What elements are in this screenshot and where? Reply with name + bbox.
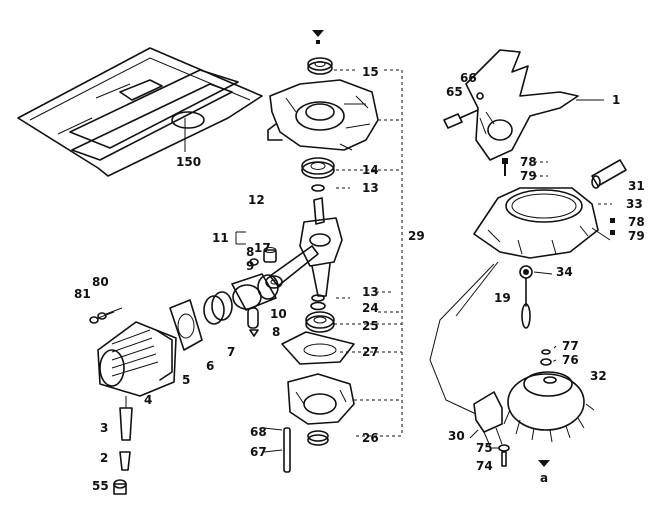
- label-13a: 13: [362, 181, 379, 195]
- part-13-24-25-lower-bearing: [305, 294, 335, 333]
- label-77: 77: [562, 339, 579, 353]
- part-8-9-retainers: [249, 258, 259, 337]
- part-2-boot: [119, 451, 131, 471]
- leader-lines-center: [235, 69, 403, 437]
- label-66: 66: [460, 71, 477, 85]
- part-3-spark-plug: [119, 396, 133, 441]
- part-74-75-screw: [498, 444, 510, 467]
- part-65-66-screw: [443, 92, 484, 129]
- arrow-bottom-right: [538, 460, 550, 467]
- label-24: 24: [362, 301, 379, 315]
- label-30: 30: [448, 429, 465, 443]
- label-80: 80: [92, 275, 109, 289]
- label-15: 15: [362, 65, 379, 79]
- label-27: 27: [362, 345, 379, 359]
- label-67: 67: [250, 445, 267, 459]
- part-4-cylinder: [97, 321, 177, 397]
- label-11: 11: [212, 231, 229, 245]
- label-17: 17: [254, 241, 271, 255]
- label-74: 74: [476, 459, 493, 473]
- label-81: 81: [74, 287, 91, 301]
- part-33-fan-housing: [473, 187, 612, 259]
- label-10: 10: [270, 307, 287, 321]
- part-labels: 1 2 3 4 5 6 7 8 8 9 10 11 12 13 13 14 15…: [74, 65, 645, 493]
- label-68: 68: [250, 425, 267, 439]
- label-32: 32: [590, 369, 607, 383]
- part-5-gasket: [169, 299, 203, 351]
- label-65: 65: [446, 85, 463, 99]
- part-31-tube: [591, 159, 627, 189]
- part-12-crankshaft: [299, 197, 343, 297]
- label-25: 25: [362, 319, 379, 333]
- part-13-bearing-upper: [301, 157, 335, 192]
- label-150: 150: [176, 155, 201, 169]
- label-31: 31: [628, 179, 645, 193]
- label-a: a: [540, 471, 548, 485]
- part-78-79-bolts-upper: [502, 158, 508, 176]
- label-2: 2: [100, 451, 108, 465]
- label-78b: 78: [628, 215, 645, 229]
- label-33: 33: [626, 197, 643, 211]
- label-79b: 79: [628, 229, 645, 243]
- label-9: 9: [246, 259, 254, 273]
- arrow-top-center: [312, 30, 324, 44]
- part-crankcase-lower: [287, 373, 355, 425]
- label-1: 1: [612, 93, 620, 107]
- label-26: 26: [362, 431, 379, 445]
- label-7: 7: [227, 345, 235, 359]
- part-34-grommet: [519, 265, 533, 279]
- label-8a: 8: [246, 245, 254, 259]
- label-8b: 8: [272, 325, 280, 339]
- label-leaders: [263, 161, 557, 453]
- part-27-gasket: [281, 331, 355, 365]
- part-1-shroud-cover: [465, 49, 604, 161]
- part-26-seal: [307, 430, 329, 446]
- part-10-piston: [231, 273, 279, 329]
- part-76-77-nut: [540, 349, 552, 366]
- label-29: 29: [408, 229, 425, 243]
- part-78-79-bolts-side: [610, 218, 615, 235]
- label-79a: 79: [520, 169, 537, 183]
- label-75: 75: [476, 441, 493, 455]
- part-19-rod: [429, 261, 531, 415]
- label-76: 76: [562, 353, 579, 367]
- label-14: 14: [362, 163, 379, 177]
- label-78a: 78: [520, 155, 537, 169]
- part-150-tool-kit: [17, 47, 263, 177]
- label-12: 12: [248, 193, 265, 207]
- part-6-7-rings: [203, 291, 233, 325]
- part-17-needle-bearing: [263, 247, 277, 263]
- label-6: 6: [206, 359, 214, 373]
- part-80-81-bolts: [89, 307, 123, 324]
- part-55-terminal: [113, 479, 127, 495]
- part-15-seal: [307, 57, 356, 75]
- label-5: 5: [182, 373, 190, 387]
- label-13b: 13: [362, 285, 379, 299]
- label-4: 4: [144, 393, 152, 407]
- part-67-68-studs: [283, 427, 291, 473]
- part-14-crankcase-upper: [267, 79, 402, 151]
- label-55: 55: [92, 479, 109, 493]
- label-3: 3: [100, 421, 108, 435]
- label-19: 19: [494, 291, 511, 305]
- label-34: 34: [556, 265, 573, 279]
- part-32-flywheel: [503, 371, 595, 443]
- part-30-ignition-module: [473, 391, 503, 447]
